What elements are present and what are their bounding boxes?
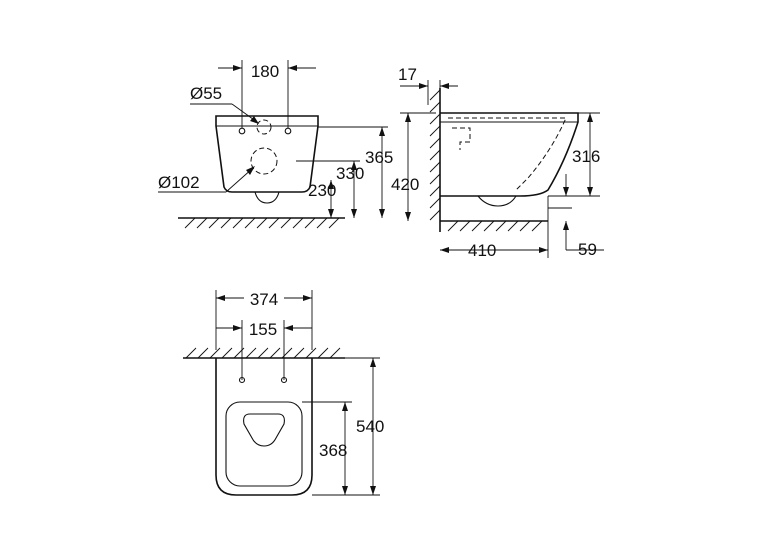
large-hole [250,147,278,175]
dim-17-label: 17 [398,65,417,84]
front-toilet-body [215,115,319,193]
top-bowl-outline [215,358,313,496]
top-bowl-opening [243,413,285,447]
dim-316-label: 316 [572,147,600,166]
side-view: 17 420 316 59 410 [391,65,604,260]
dim-420-label: 420 [391,175,419,194]
dim-155-label: 155 [249,320,277,339]
small-hole-left [256,119,272,135]
top-seat-rim [225,401,303,487]
fix-hole-left [238,127,246,135]
dim-540-label: 540 [356,417,384,436]
front-floor-hatch [184,217,340,229]
dim-330-label: 330 [336,164,364,183]
side-pipe-dash [452,127,471,150]
dim-small-hole-label: Ø55 [190,84,222,103]
dim-410-label: 410 [468,241,496,260]
side-toilet-body [440,112,579,197]
front-outlet [254,191,280,204]
dim-374-label: 374 [250,290,278,309]
side-inner-dash [448,117,567,191]
dim-180-label: 180 [251,62,279,81]
side-floor-hatch [447,220,543,232]
dim-large-hole-label: Ø102 [158,173,200,192]
fix-hole-right [284,127,292,135]
dim-59-label: 59 [578,240,597,259]
dim-230-label: 230 [308,181,336,200]
top-wall-hatch [185,347,341,359]
side-wall-hatch [429,89,441,221]
dim-368-label: 368 [319,441,347,460]
front-view: 180 Ø55 Ø102 365 330 230 [158,60,393,229]
top-view: 374 155 540 368 [183,290,384,496]
dim-365-label: 365 [365,148,393,167]
side-outlet [477,195,517,207]
